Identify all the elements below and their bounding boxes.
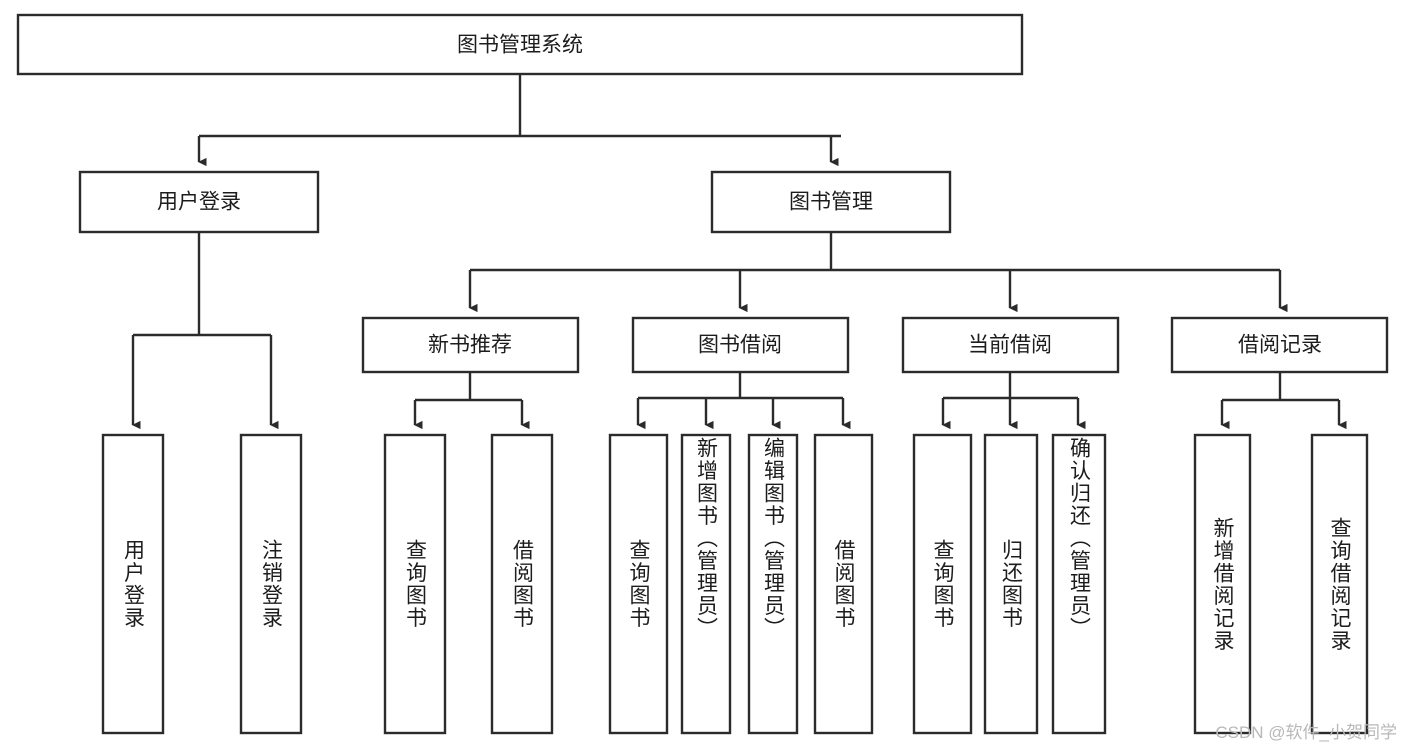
leaf-return-book[interactable]: 归还图书 — [983, 433, 1039, 735]
leaf-confirm-return-label: 确认归还（管理员） — [1067, 437, 1091, 640]
leaf-query-book-1[interactable]: 查询图书 — [383, 433, 447, 735]
leaf-query-book-1-label: 查询图书 — [403, 539, 427, 629]
node-new-book-rec[interactable]: 新书推荐 — [361, 316, 580, 374]
node-current-borrow-box[interactable] — [901, 316, 1120, 374]
node-root-label: 图书管理系统 — [457, 34, 583, 57]
leaf-user-login[interactable]: 用户登录 — [101, 433, 165, 735]
leaf-query-book-2[interactable]: 查询图书 — [608, 433, 669, 735]
connector-group-current-borrow — [941, 372, 1086, 430]
node-new-book-rec-box[interactable] — [361, 316, 580, 374]
leaf-query-record[interactable]: 查询借阅记录 — [1310, 433, 1369, 735]
node-current-borrow[interactable]: 当前借阅 — [901, 316, 1120, 374]
leaf-borrow-book-1[interactable]: 借阅图书 — [490, 433, 554, 735]
leaf-user-logout-label: 注销登录 — [259, 539, 283, 629]
node-current-borrow-label: 当前借阅 — [968, 334, 1052, 357]
leaf-user-logout[interactable]: 注销登录 — [239, 433, 303, 735]
node-book-manage[interactable]: 图书管理 — [710, 170, 952, 234]
leaf-query-book-2-label: 查询图书 — [627, 539, 650, 629]
leaf-query-record-box[interactable] — [1310, 433, 1369, 735]
connector-group-book-borrow — [636, 372, 851, 430]
leaf-user-login-label: 用户登录 — [121, 539, 145, 629]
node-user-login-label: 用户登录 — [157, 191, 241, 214]
leaf-query-record-label: 查询借阅记录 — [1328, 516, 1351, 652]
connector-group-user-login — [131, 232, 279, 430]
leaf-borrow-book-1-label: 借阅图书 — [510, 539, 534, 629]
leaf-confirm-return-box[interactable] — [1051, 433, 1107, 735]
leaf-borrow-book-1-box[interactable] — [490, 433, 554, 735]
leaf-user-login-box[interactable] — [101, 433, 165, 735]
node-book-borrow-label: 图书借阅 — [698, 334, 782, 357]
leaf-return-book-label: 归还图书 — [999, 539, 1023, 629]
node-book-borrow[interactable]: 图书借阅 — [631, 316, 850, 374]
node-book-borrow-box[interactable] — [631, 316, 850, 374]
leaf-borrow-book-2-label: 借阅图书 — [832, 539, 855, 629]
leaf-edit-book-box[interactable] — [747, 433, 799, 735]
node-borrow-record[interactable]: 借阅记录 — [1170, 316, 1389, 374]
node-user-login[interactable]: 用户登录 — [78, 170, 320, 234]
leaf-query-book-3-box[interactable] — [912, 433, 973, 735]
leaf-user-logout-box[interactable] — [239, 433, 303, 735]
node-root[interactable]: 图书管理系统 — [16, 13, 1024, 76]
connector-group-new-book-rec — [413, 372, 530, 430]
connector-group-book-manage — [468, 232, 1288, 313]
leaf-borrow-book-2-box[interactable] — [813, 433, 874, 735]
node-borrow-record-label: 借阅记录 — [1238, 334, 1322, 357]
leaf-edit-book[interactable]: 编辑图书（管理员） — [747, 433, 799, 735]
node-borrow-record-box[interactable] — [1170, 316, 1389, 374]
leaf-query-book-3-label: 查询图书 — [931, 539, 954, 629]
leaf-query-book-2-box[interactable] — [608, 433, 669, 735]
leaf-add-record-label: 新增借阅记录 — [1211, 516, 1234, 652]
leaf-query-book-1-box[interactable] — [383, 433, 447, 735]
node-user-login-box[interactable] — [78, 170, 320, 234]
node-book-manage-label: 图书管理 — [789, 191, 873, 214]
leaf-borrow-book-2[interactable]: 借阅图书 — [813, 433, 874, 735]
leaf-add-book[interactable]: 新增图书（管理员） — [680, 433, 732, 735]
leaf-add-record[interactable]: 新增借阅记录 — [1193, 433, 1252, 735]
connector-group-root — [197, 74, 841, 167]
leaf-add-book-box[interactable] — [680, 433, 732, 735]
node-book-manage-box[interactable] — [710, 170, 952, 234]
leaf-add-record-box[interactable] — [1193, 433, 1252, 735]
node-new-book-rec-label: 新书推荐 — [428, 334, 512, 357]
leaf-return-book-box[interactable] — [983, 433, 1039, 735]
leaf-confirm-return[interactable]: 确认归还（管理员） — [1051, 433, 1107, 735]
leaf-edit-book-label: 编辑图书（管理员） — [761, 437, 785, 640]
leaf-add-book-label: 新增图书（管理员） — [694, 437, 718, 640]
connector-group-borrow-record — [1220, 372, 1347, 430]
node-root-box[interactable] — [16, 13, 1024, 76]
leaf-query-book-3[interactable]: 查询图书 — [912, 433, 973, 735]
